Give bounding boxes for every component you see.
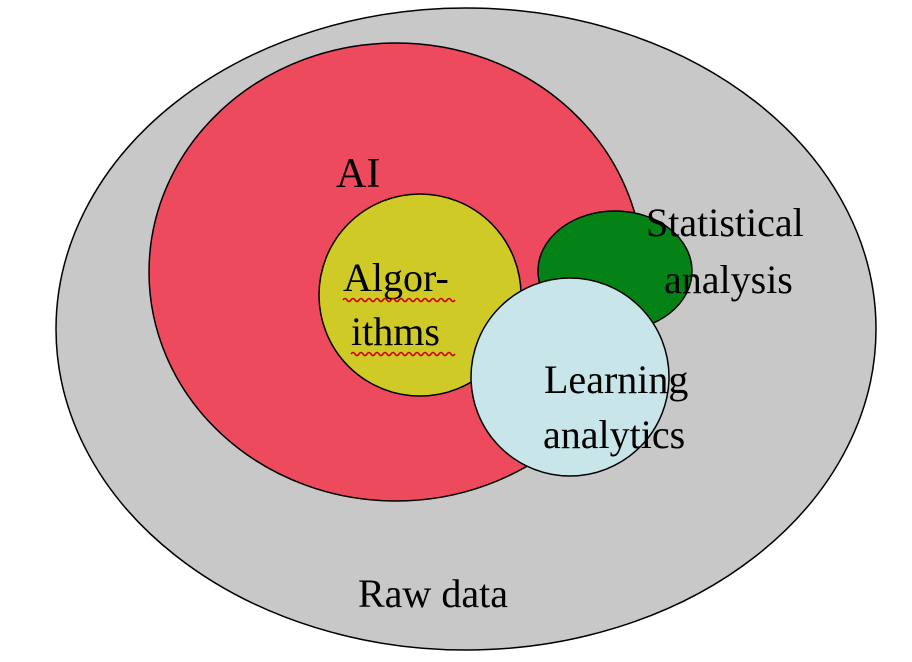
learning-analytics-label-line2: analytics (543, 412, 685, 457)
learning-analytics-label-line1: Learning (544, 357, 688, 402)
learning-analytics-region (470, 277, 670, 477)
raw-data-label: Raw data (358, 571, 508, 616)
algorithms-label-line2: ithms (351, 309, 440, 354)
statistical-analysis-label-line2: analysis (664, 257, 793, 302)
ai-label: AI (336, 151, 380, 197)
spellcheck-underline-2 (350, 351, 456, 357)
spellcheck-underline-1 (342, 297, 456, 303)
statistical-analysis-label-line1: Statistical (646, 200, 804, 245)
algorithms-label-line1: Algor- (343, 255, 449, 300)
